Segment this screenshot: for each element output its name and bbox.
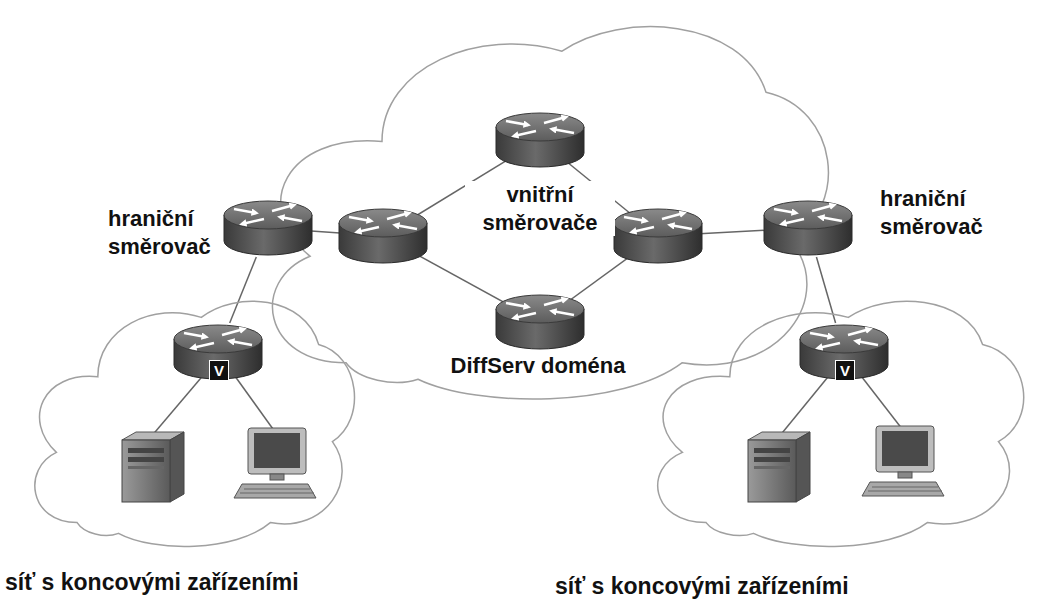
cloud-outline — [15, 285, 360, 555]
node-label: hraniční směrovač — [108, 205, 218, 260]
marking-router: V — [172, 323, 264, 381]
node-label: síť s koncovými zařízeními — [555, 572, 849, 601]
end-network-cloud: síť s koncovými zařízenímiV — [15, 285, 360, 555]
end-network-cloud: síť s koncovými zařízenímiV — [635, 285, 1030, 555]
marker-badge: V — [209, 360, 229, 381]
node-label: síť s koncovými zařízeními — [5, 568, 299, 597]
router-links — [150, 140, 906, 438]
router-icon — [222, 199, 314, 257]
marker-badge: V — [835, 360, 855, 381]
edge-router: hraniční směrovač — [762, 199, 854, 257]
end-devices — [122, 426, 944, 502]
node-label: hraniční směrovač — [880, 185, 1000, 240]
edge-router: hraniční směrovač — [222, 199, 314, 257]
inner-routers — [339, 113, 702, 349]
router-icon — [762, 199, 854, 257]
node-label: DiffServ doména — [238, 352, 838, 380]
marking-router: V — [798, 323, 890, 381]
link-line — [230, 257, 257, 323]
group-label: vnitřní směrovače — [465, 181, 615, 236]
